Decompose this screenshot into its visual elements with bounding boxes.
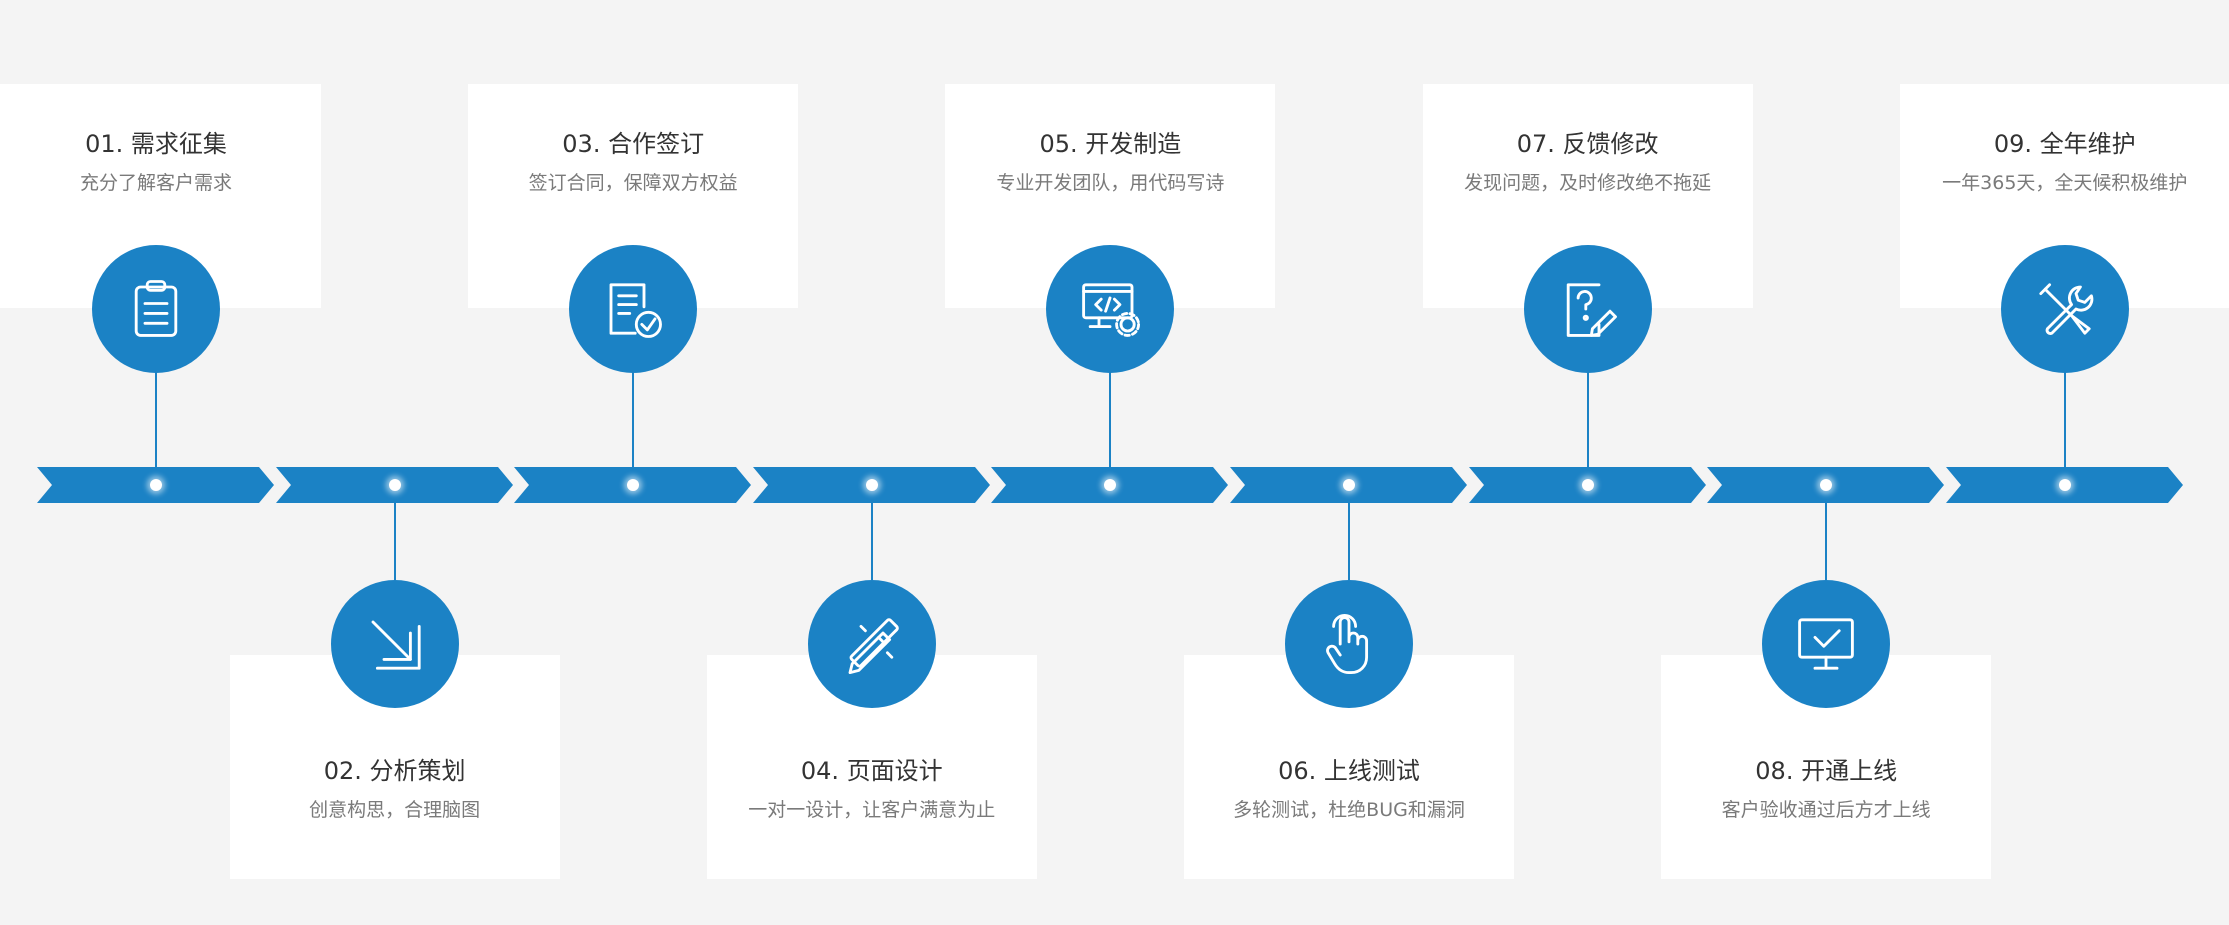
clipboard-icon [123,276,189,342]
step-icon-circle [1524,245,1652,373]
step-description: 一对一设计，让客户满意为止 [707,801,1037,820]
question-edit-icon [1555,276,1621,342]
timeline-dot [150,479,162,491]
step-connector [871,485,873,580]
step-description: 一年365天，全天候积极维护 [1900,174,2229,193]
timeline-dot [866,479,878,491]
step-icon-circle [1762,580,1890,708]
step-title: 04. 页面设计 [707,759,1037,783]
step-connector [155,370,157,485]
step-description: 签订合同，保障双方权益 [468,174,798,193]
step-icon-circle [92,245,220,373]
step-connector [2064,370,2066,485]
step-connector [1825,485,1827,580]
step-connector [1587,370,1589,485]
step-title: 03. 合作签订 [468,132,798,156]
step-icon-circle [1285,580,1413,708]
step-connector [632,370,634,485]
step-icon-circle [2001,245,2129,373]
step-description: 创意构思，合理脑图 [230,801,560,820]
step-description: 多轮测试，杜绝BUG和漏洞 [1184,801,1514,820]
step-title: 06. 上线测试 [1184,759,1514,783]
step-connector [1109,370,1111,485]
step-icon-circle [569,245,697,373]
tools-icon [2032,276,2098,342]
step-connector [1348,485,1350,580]
step-icon-circle [808,580,936,708]
step-title: 07. 反馈修改 [1423,132,1753,156]
code-monitor-gear-icon [1077,276,1143,342]
timeline-dot [1343,479,1355,491]
timeline-dot [1582,479,1594,491]
contract-check-icon [600,276,666,342]
step-description: 发现问题，及时修改绝不拖延 [1423,174,1753,193]
step-description: 专业开发团队，用代码写诗 [945,174,1275,193]
step-title: 05. 开发制造 [945,132,1275,156]
pencil-ruler-icon [839,611,905,677]
step-connector [394,485,396,580]
step-title: 02. 分析策划 [230,759,560,783]
step-title: 09. 全年维护 [1900,132,2229,156]
timeline-dot [2059,479,2071,491]
arrow-down-right-icon [362,611,428,677]
hand-pointer-icon [1316,611,1382,677]
step-title: 01. 需求征集 [0,132,321,156]
step-icon-circle [1046,245,1174,373]
monitor-check-icon [1793,611,1859,677]
step-icon-circle [331,580,459,708]
step-description: 充分了解客户需求 [0,174,321,193]
step-title: 08. 开通上线 [1661,759,1991,783]
timeline-dot [389,479,401,491]
step-description: 客户验收通过后方才上线 [1661,801,1991,820]
